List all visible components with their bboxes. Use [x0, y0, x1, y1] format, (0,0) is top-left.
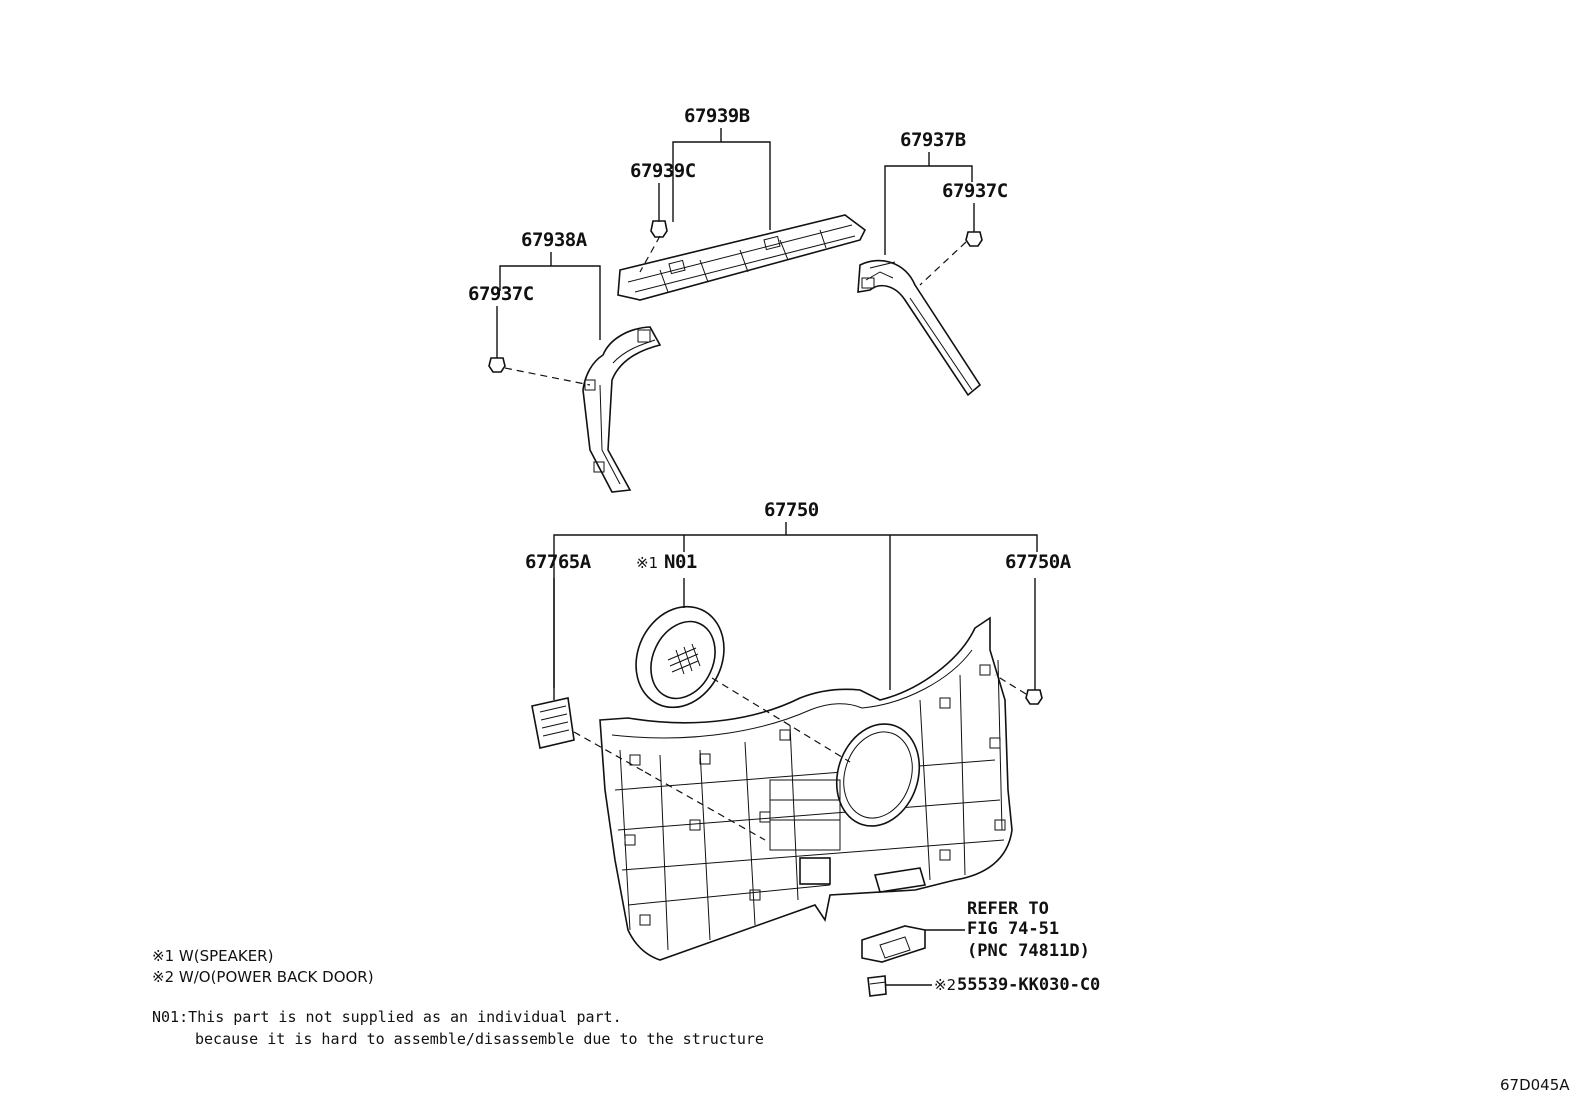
speaker-grille-N01 — [635, 605, 725, 709]
label-67765A: 67765A — [525, 551, 592, 573]
label-N01-mark: ※1 — [636, 554, 658, 572]
label-67937B: 67937B — [900, 129, 966, 151]
label-67937C-right: 67937C — [942, 180, 1008, 202]
switch-refer-fig — [861, 925, 926, 963]
refer-to-line1: REFER TO — [967, 899, 1049, 919]
figure-id: 67D045A — [1500, 1076, 1570, 1094]
label-67937C-left: 67937C — [468, 283, 534, 305]
note-n01-line1: N01:This part is not supplied as an indi… — [152, 1008, 622, 1026]
label-67939B: 67939B — [684, 105, 750, 127]
label-67939C: 67939C — [630, 160, 696, 182]
clip-67937C-right — [965, 231, 983, 247]
label-55539-mark: ※2 — [934, 976, 956, 994]
note-n01-line2: because it is hard to assemble/disassemb… — [195, 1030, 764, 1048]
note-1: ※1 W(SPEAKER) — [152, 947, 273, 965]
label-67750: 67750 — [764, 499, 819, 521]
note-2: ※2 W/O(POWER BACK DOOR) — [152, 968, 374, 986]
leader-lines — [496, 128, 1038, 986]
cover-67765A — [531, 697, 575, 749]
back-door-trim-board-67750 — [599, 616, 1013, 961]
label-N01: N01 — [664, 551, 697, 573]
refer-to-line2: FIG 74-51 — [967, 919, 1059, 939]
label-55539: 55539-KK030-C0 — [957, 975, 1100, 995]
refer-to-line3: (PNC 74811D) — [967, 941, 1090, 961]
clip-67937C-left — [488, 357, 506, 373]
assembly-dashed-lines — [504, 235, 1027, 841]
upper-center-trim-67939B — [617, 214, 867, 301]
label-67750A: 67750A — [1005, 551, 1072, 573]
clip-67750A — [1025, 689, 1043, 705]
label-67938A: 67938A — [521, 229, 588, 251]
right-side-trim-67937B — [857, 259, 982, 397]
clip-55539 — [867, 975, 887, 997]
left-side-trim-67938A — [582, 326, 662, 493]
